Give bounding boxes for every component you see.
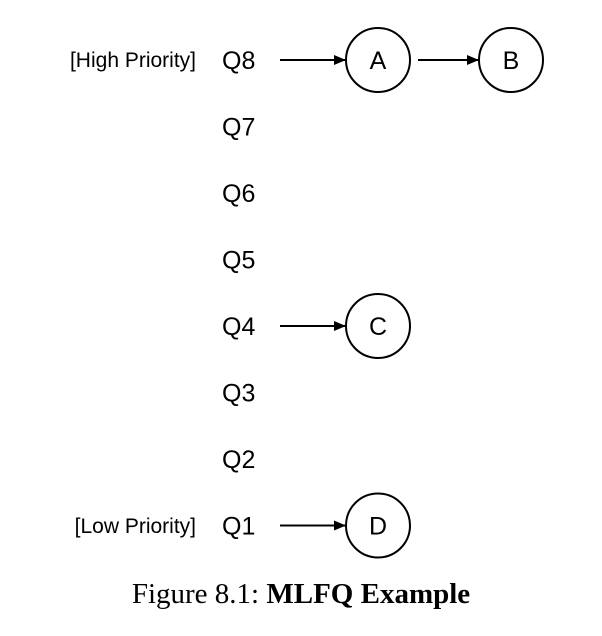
job-label: D — [369, 513, 387, 541]
queue-row: Q2 — [222, 446, 255, 474]
queue-label: Q2 — [222, 446, 255, 474]
job-circle — [345, 293, 411, 359]
job-node: A — [345, 27, 411, 93]
job-node: B — [478, 27, 544, 93]
queue-label: Q1 — [222, 513, 255, 541]
job-node: D — [345, 492, 411, 559]
queue-label: Q8 — [222, 47, 255, 75]
queue-row: Q4 C — [222, 293, 411, 359]
job-circle — [345, 27, 411, 93]
queue-row: Q8 A B — [222, 27, 544, 93]
figure-caption: Figure 8.1: MLFQ Example — [0, 578, 602, 611]
queue-label: Q5 — [222, 247, 255, 275]
queue-row: Q7 — [222, 114, 255, 142]
queue-row: Q5 — [222, 247, 255, 275]
queue-row: Q3 — [222, 380, 255, 408]
caption-prefix: Figure 8.1: — [131, 578, 260, 610]
job-circle — [478, 27, 544, 93]
job-circle — [345, 492, 411, 559]
queue-label: Q6 — [222, 180, 255, 208]
job-label: B — [503, 47, 520, 75]
job-label: A — [370, 47, 387, 75]
queue-label: Q4 — [222, 313, 255, 341]
queue-row: Q1 D — [222, 492, 411, 559]
queue-row: Q6 — [222, 180, 255, 208]
job-label: C — [369, 313, 387, 341]
high-priority-label: [High Priority] — [70, 49, 196, 72]
queue-label: Q7 — [222, 114, 255, 142]
low-priority-label: [Low Priority] — [75, 515, 196, 538]
job-node: C — [345, 293, 411, 359]
queue-label: Q3 — [222, 380, 255, 408]
caption-title: MLFQ Example — [266, 578, 471, 610]
